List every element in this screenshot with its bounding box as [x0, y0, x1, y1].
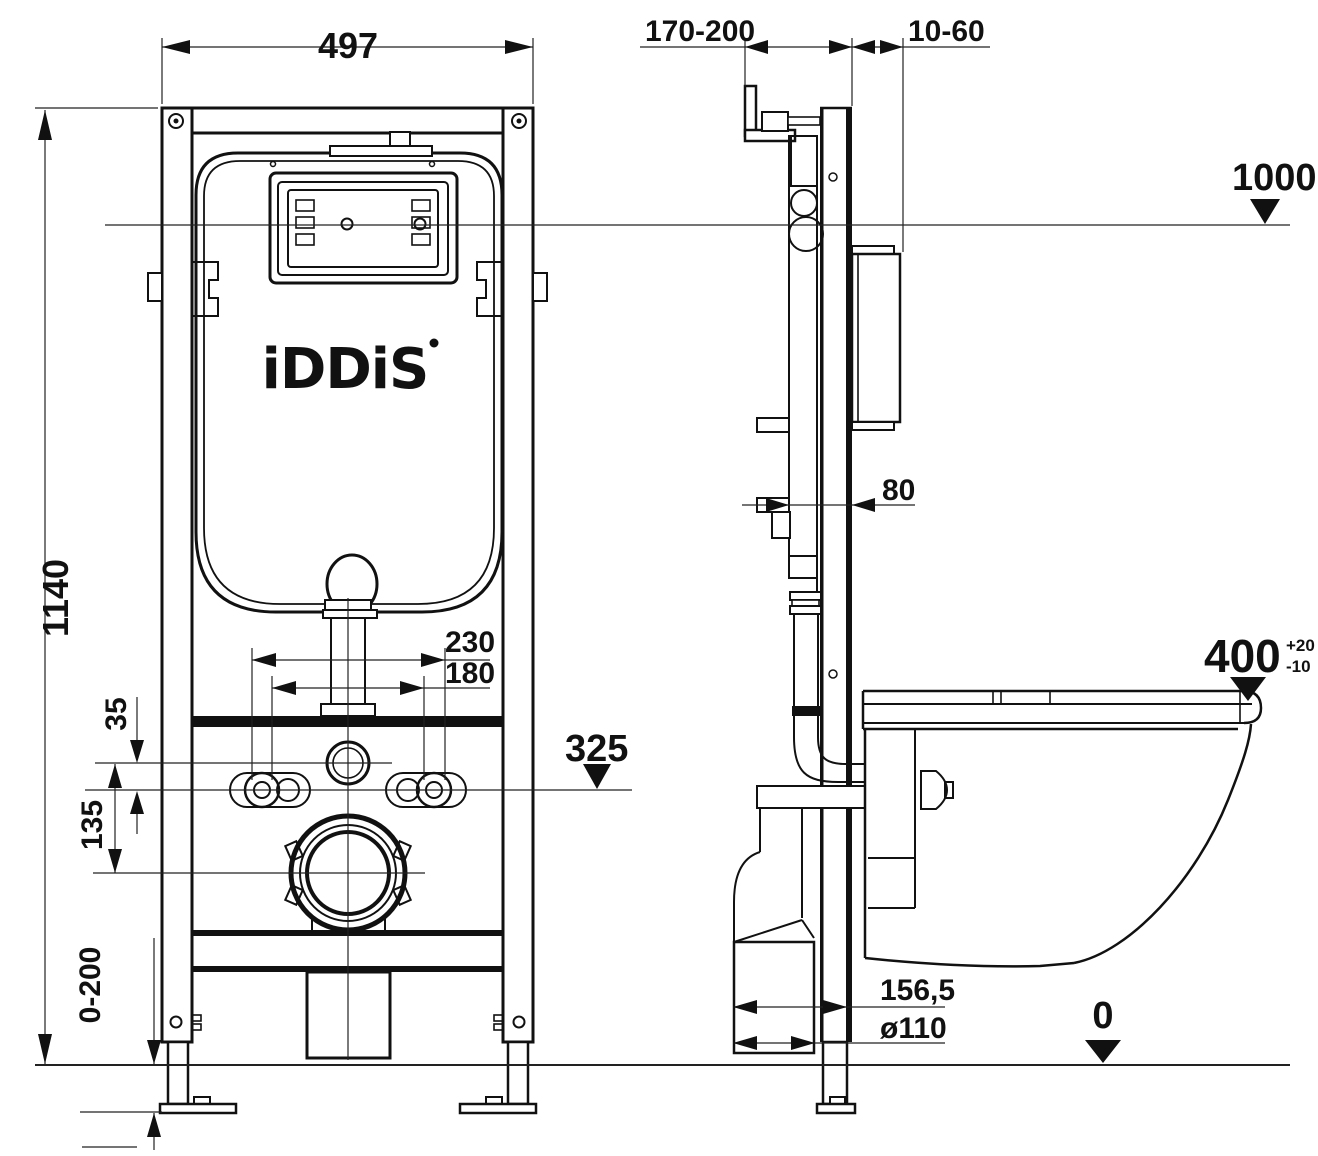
arrow-497-right: [505, 40, 533, 54]
flush-pipe-side: [789, 591, 865, 783]
dim-180: 180: [445, 657, 495, 690]
arrow-10-60-right: [880, 40, 903, 54]
arrow-80-left: [766, 498, 789, 512]
frame-top-band: [160, 106, 535, 135]
reference-lines: [35, 224, 1290, 1066]
frame-profile-front: [820, 108, 824, 1042]
dim-1000: 1000: [1232, 157, 1317, 199]
dim-80: 80: [882, 474, 915, 507]
dim-0: 0: [1092, 995, 1113, 1037]
fill-valve-side: [756, 135, 838, 679]
arrow-135-bottom: [108, 849, 122, 873]
cistern-tank: [147, 131, 548, 615]
arrow-156-left: [733, 1000, 757, 1014]
dim-10-60: 10-60: [908, 15, 985, 48]
arrow-110-left: [733, 1036, 757, 1050]
flush-access-window: [268, 160, 459, 285]
flush-pipe-front: [320, 599, 378, 717]
frame-screw-left: [168, 113, 184, 129]
level-marker-1000: [1250, 199, 1280, 224]
adjustable-foot-left: [158, 1040, 238, 1115]
brand-logo: iDDiS: [262, 337, 439, 402]
tank-clip-left-outer: [147, 272, 163, 302]
arrow-180-right: [400, 681, 424, 695]
arrow-35-upper: [130, 740, 144, 763]
toilet-bowl-side: [861, 689, 1263, 968]
dim-400: 400: [1204, 630, 1281, 682]
arrow-0-200-upper: [147, 1040, 161, 1064]
arrow-10-60-left: [852, 40, 875, 54]
arrow-1140-bottom: [38, 1034, 52, 1064]
tank-clip-left: [192, 261, 219, 317]
frame-right-rail: [501, 106, 535, 1044]
arrow-230-left: [252, 653, 276, 667]
level-marker-0: [1085, 1040, 1121, 1063]
arrow-1140-top: [38, 110, 52, 140]
frame-left-rail: [160, 106, 194, 1044]
arrow-180-left: [272, 681, 296, 695]
dim-230: 230: [445, 626, 495, 659]
concealed-access-box: [850, 245, 902, 431]
adjustable-foot-right: [458, 1040, 538, 1115]
arrow-170-200-right: [829, 40, 852, 54]
arrow-170-200-left: [745, 40, 768, 54]
arrow-0-200-lower: [147, 1113, 161, 1137]
dimensions: [35, 38, 1280, 1150]
level-marker-325: [583, 764, 611, 789]
tank-top-tab-small: [389, 131, 411, 147]
level-marker-400: [1230, 677, 1266, 701]
tank-clip-right: [476, 261, 503, 317]
bowl-fixing-bolt: [920, 770, 949, 810]
dim-1140: 1140: [35, 559, 76, 637]
drain-elbow-side: [732, 785, 866, 1055]
arrow-156-right: [823, 1000, 847, 1014]
dim-135: 135: [76, 800, 109, 850]
tank-top-tab-wide: [329, 145, 433, 157]
wall-bracket: [743, 84, 821, 143]
dim-35: 35: [100, 697, 133, 730]
tank-clip-right-outer: [532, 272, 548, 302]
brand-logo-text: iDDiS: [262, 337, 429, 402]
arrow-230-right: [421, 653, 445, 667]
registered-mark-dot: [429, 338, 439, 348]
dim-497: 497: [318, 25, 378, 66]
leg-hardware: [169, 1014, 526, 1031]
water-supply-stub-upper: [756, 417, 790, 433]
arrow-35-lower: [130, 791, 144, 814]
dim-o110: ø110: [880, 1012, 947, 1045]
dim-170-200: 170-200: [645, 15, 755, 48]
dim-156-5: 156,5: [880, 974, 955, 1007]
frame-screw-right: [511, 113, 527, 129]
dim-400-tol-minus: -10: [1286, 657, 1311, 676]
dimension-labels: 497 1140 35 135 0-200 230 180 325 170-20…: [35, 15, 1317, 1045]
arrow-110-right: [791, 1036, 815, 1050]
side-view: [732, 84, 1263, 1115]
arrow-80-right: [852, 498, 875, 512]
arrow-497-left: [162, 40, 190, 54]
dim-400-tol-plus: +20: [1286, 636, 1315, 655]
dim-0-200: 0-200: [74, 947, 107, 1024]
adjustable-foot-side: [815, 1040, 857, 1115]
frame-profile-back: [846, 108, 852, 1042]
arrow-135-top: [108, 764, 122, 788]
dim-325: 325: [565, 728, 628, 770]
